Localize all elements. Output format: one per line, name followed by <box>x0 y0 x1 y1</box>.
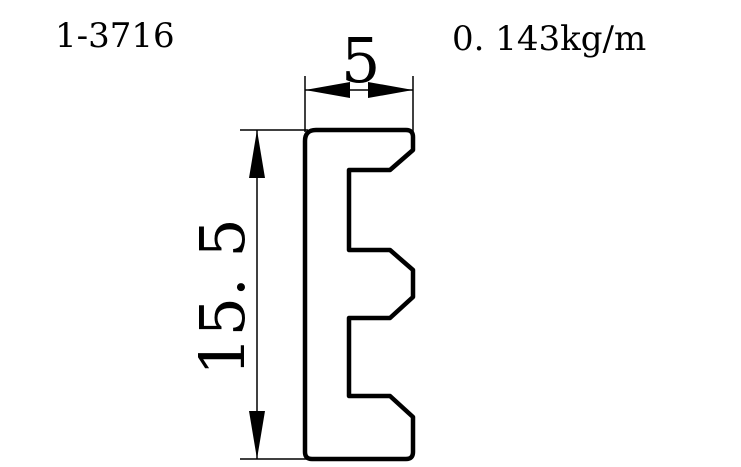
width-arrow-left <box>305 82 350 98</box>
width-dimension: 5 <box>304 24 414 132</box>
width-value: 5 <box>341 24 380 97</box>
width-arrow-right <box>368 82 413 98</box>
weight-label: 0. 143kg/m <box>452 19 646 59</box>
part-number: 1-3716 <box>55 16 175 56</box>
height-arrow-top <box>249 130 265 178</box>
extrusion-profile-outline <box>302 127 416 462</box>
height-value: 15. 5 <box>186 218 259 376</box>
height-arrow-bottom <box>249 411 265 459</box>
height-dimension: 15. 5 <box>186 129 308 460</box>
